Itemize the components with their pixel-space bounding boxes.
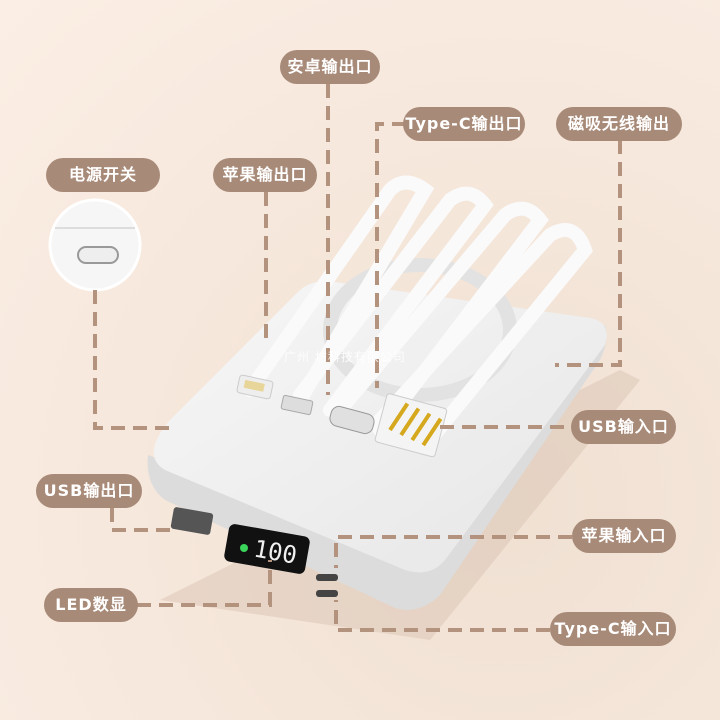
micro-usb-connector — [280, 394, 314, 416]
label-magnetic-wireless-output: 磁吸无线输出 — [556, 107, 682, 141]
label-led-display: LED数显 — [44, 588, 138, 622]
apple-input-port — [316, 574, 338, 581]
power-switch-inset — [48, 198, 142, 292]
usb-a-connector — [374, 393, 448, 458]
led-indicator-icon — [240, 544, 248, 552]
label-typec-input: Type-C输入口 — [550, 612, 676, 646]
cable-loops — [243, 175, 593, 447]
label-usb-input: USB输入口 — [571, 410, 676, 444]
typec-connector — [329, 405, 375, 435]
label-typec-output: Type-C输出口 — [403, 107, 525, 141]
leader-lines — [93, 84, 622, 632]
label-android-output: 安卓输出口 — [280, 50, 380, 84]
usb-output-port — [170, 507, 214, 535]
label-apple-input: 苹果输入口 — [572, 519, 676, 553]
watermark: 广州 坊科技有限公司 — [284, 350, 406, 364]
label-power-switch: 电源开关 — [46, 158, 160, 192]
typec-input-port — [316, 590, 338, 597]
led-screen — [224, 524, 310, 574]
label-usb-output: USB输出口 — [36, 474, 142, 508]
power-button-icon — [77, 246, 119, 264]
label-apple-output: 苹果输出口 — [213, 158, 317, 192]
